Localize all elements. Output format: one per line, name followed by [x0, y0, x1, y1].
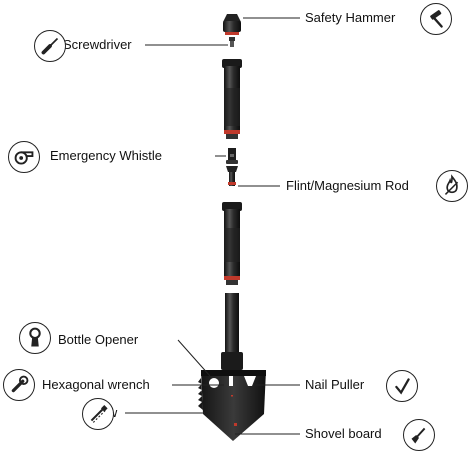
checkmark-icon: [386, 370, 418, 402]
screwdriver-icon: [34, 30, 66, 62]
label-safety-hammer: Safety Hammer: [305, 10, 396, 25]
label-flint-rod: Flint/Magnesium Rod: [286, 178, 409, 193]
flint-rod-part: [226, 166, 238, 186]
bottle-opener-icon: [19, 322, 51, 354]
label-hex-wrench: Hexagonal wrench: [42, 377, 150, 392]
hammer-icon: [420, 3, 452, 35]
whistle-icon: [8, 141, 40, 173]
middle-handle-tube: [222, 202, 242, 285]
shovel-blade-part: [198, 293, 266, 441]
leader-bottle-opener: [177, 339, 211, 377]
label-screwdriver: Screwdriver: [63, 37, 132, 52]
emergency-whistle-part: [226, 148, 238, 164]
label-bottle-opener: Bottle Opener: [58, 332, 139, 347]
label-shovel-board: Shovel board: [305, 426, 382, 441]
saw-icon: [82, 398, 114, 430]
screwdriver-part: [229, 37, 235, 47]
shovel-icon: [403, 419, 435, 451]
wrench-icon: [3, 369, 35, 401]
label-emergency-whistle: Emergency Whistle: [50, 148, 162, 163]
flame-icon: [436, 170, 468, 202]
leader-lines: [125, 17, 300, 435]
upper-handle-tube: [222, 59, 242, 139]
safety-hammer-part: [223, 14, 241, 35]
label-nail-puller: Nail Puller: [305, 377, 365, 392]
